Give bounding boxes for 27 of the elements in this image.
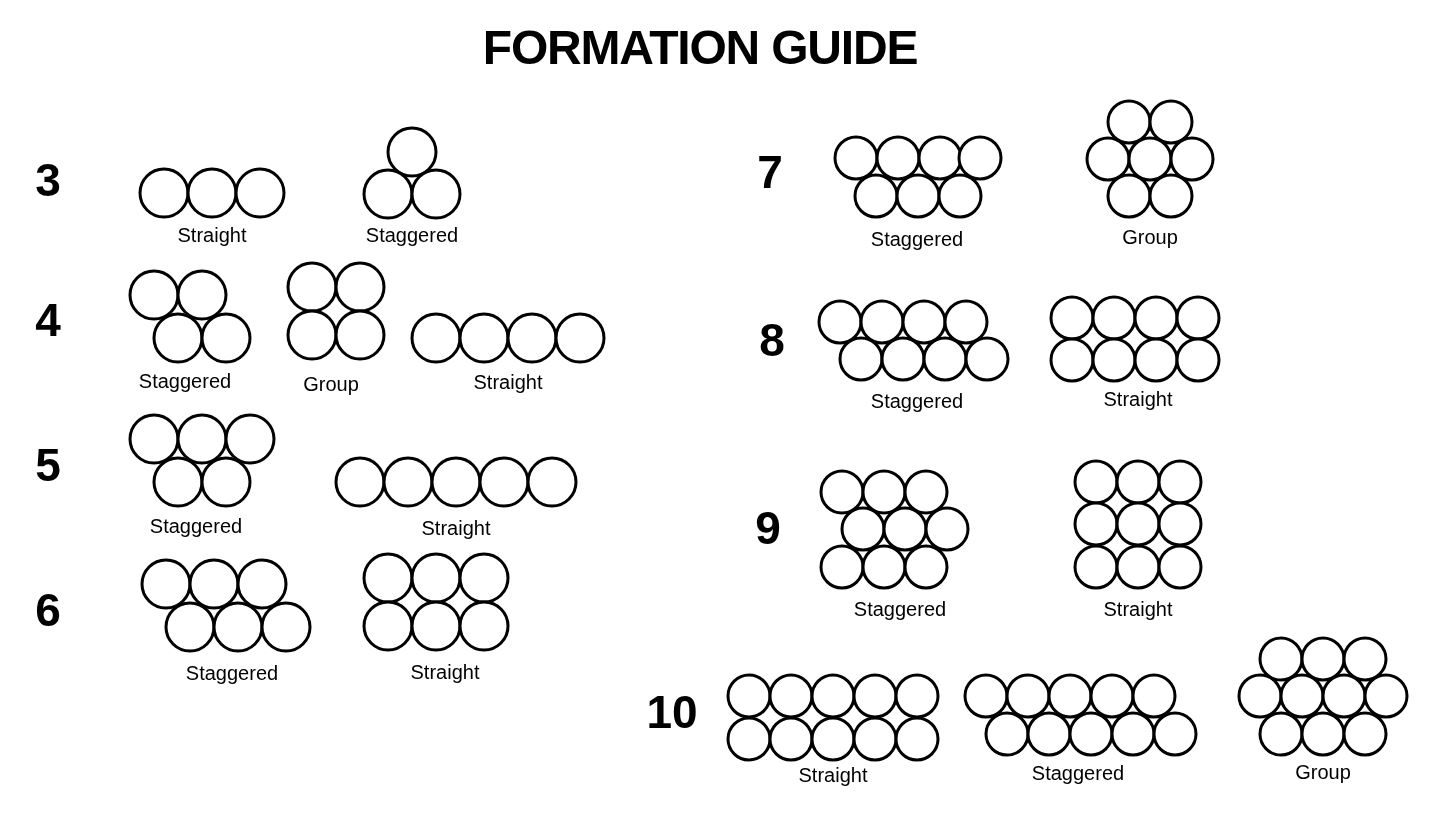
formation-label: Staggered	[1031, 763, 1125, 783]
formation-label: Straight	[177, 225, 247, 245]
formation-size-number: 9	[755, 505, 781, 551]
formation-size-number: 6	[35, 587, 61, 633]
formation-size-number: 8	[759, 317, 785, 363]
formation-label: Straight	[1103, 389, 1173, 409]
formation-label: Staggered	[870, 229, 964, 249]
formation-label: Staggered	[138, 371, 232, 391]
formation-label: Staggered	[149, 516, 243, 536]
formation-label: Staggered	[853, 599, 947, 619]
formation-label: Staggered	[185, 663, 279, 683]
formation-label: Group	[303, 374, 359, 394]
formation-label: Staggered	[870, 391, 964, 411]
formation-label: Group	[1295, 762, 1351, 782]
formation-label: Straight	[1103, 599, 1173, 619]
formation-label: Straight	[410, 662, 480, 682]
formation-size-number: 7	[757, 149, 783, 195]
formation-size-number: 10	[646, 689, 698, 735]
formation-label: Group	[1122, 227, 1178, 247]
formation-size-number: 4	[35, 297, 61, 343]
formation-label: Straight	[421, 518, 491, 538]
title: FORMATION GUIDE	[482, 24, 918, 72]
formation-label: Straight	[473, 372, 543, 392]
formation-label: Staggered	[365, 225, 459, 245]
formation-size-number: 3	[35, 157, 61, 203]
formation-label: Straight	[798, 765, 868, 785]
formation-size-number: 5	[35, 442, 61, 488]
